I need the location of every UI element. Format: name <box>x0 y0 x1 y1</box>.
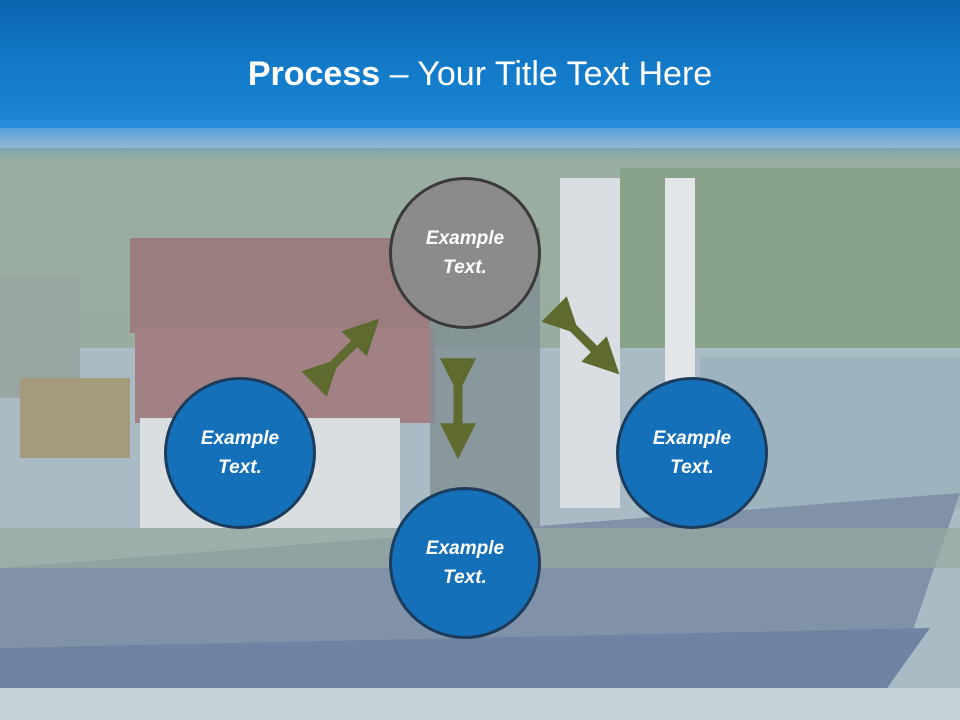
slide-title: Process – Your Title Text Here <box>0 52 960 96</box>
title-bold: Process <box>247 55 381 93</box>
node-label-right: Example Text. <box>652 428 732 478</box>
process-node-left: Example Text. <box>164 377 316 529</box>
process-node-top: Example Text. <box>389 177 541 329</box>
title-bar-fade <box>0 120 960 160</box>
process-node-bottom: Example Text. <box>389 487 541 639</box>
process-node-right: Example Text. <box>616 377 768 529</box>
node-label-bottom: Example Text. <box>425 538 505 588</box>
title-text: – Your Title Text Here <box>380 55 713 93</box>
title-bar: Process – Your Title Text Here <box>0 0 960 128</box>
node-label-top: Example Text. <box>425 228 505 278</box>
node-label-left: Example Text. <box>200 428 280 478</box>
